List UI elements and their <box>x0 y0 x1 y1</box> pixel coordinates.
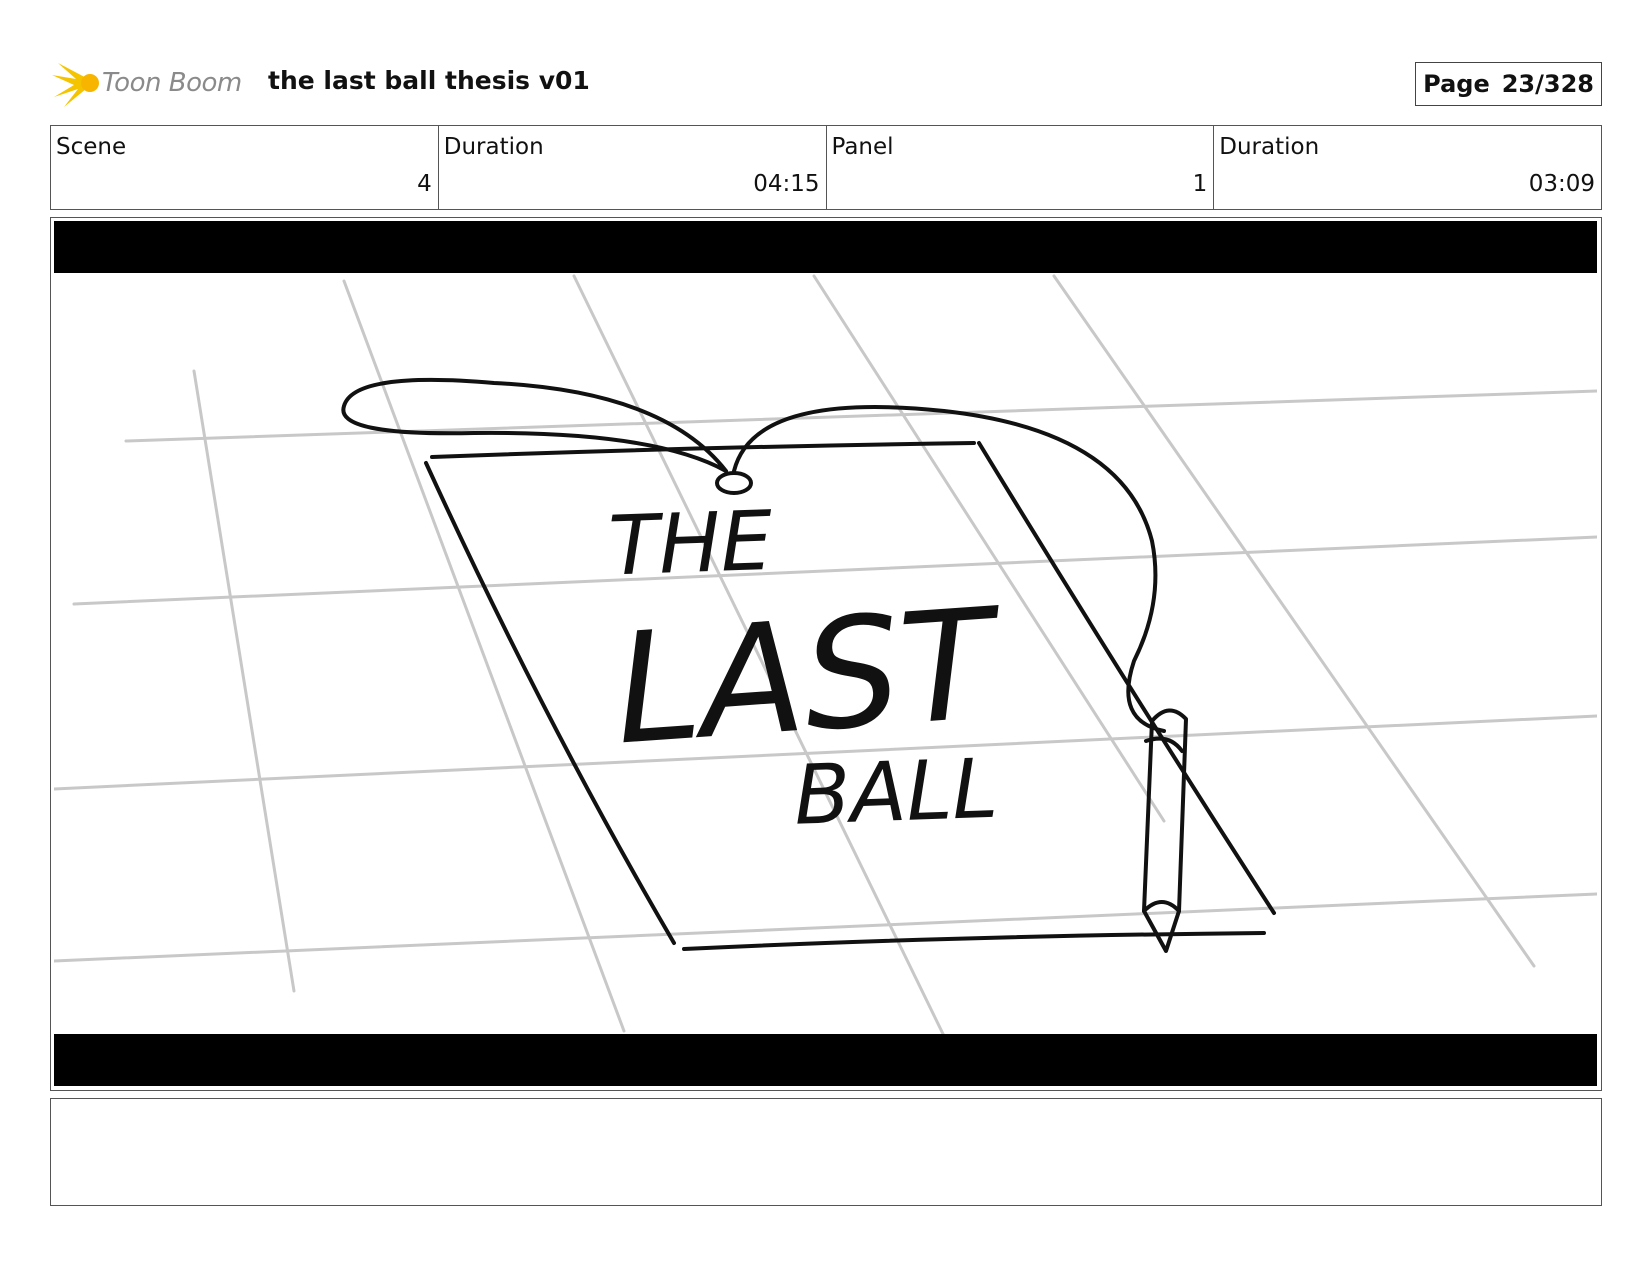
toon-boom-logo: Toon Boom <box>50 58 242 108</box>
hand-lettering: THE LAST BALL <box>607 494 1009 844</box>
page-indicator: Page 23/328 <box>1415 62 1602 106</box>
scene-info-table: Scene 4 Duration 04:15 Panel 1 Duration … <box>50 125 1602 210</box>
document-title: the last ball thesis v01 <box>268 66 590 95</box>
scene-duration-label: Duration <box>443 134 544 160</box>
scene-label: Scene <box>56 134 127 160</box>
scene-value: 4 <box>417 171 432 197</box>
sunburst-icon <box>52 63 99 107</box>
scene-cell: Scene 4 <box>51 126 439 209</box>
panel-sketch: THE LAST BALL <box>54 221 1597 1086</box>
panel-notes-box[interactable] <box>50 1098 1602 1206</box>
panel-label: Panel <box>831 134 894 160</box>
panel-duration-label: Duration <box>1219 134 1320 160</box>
panel-cell: Panel 1 <box>827 126 1215 209</box>
panel-value: 1 <box>1192 171 1208 197</box>
page-label: Page <box>1423 70 1490 98</box>
floor-grid <box>54 274 1597 1038</box>
panel-duration-cell: Duration 03:09 <box>1214 126 1601 209</box>
pencil-sketch <box>1142 708 1188 953</box>
sketch-text-last: LAST <box>610 575 1010 779</box>
sketch-text-ball: BALL <box>792 742 999 844</box>
page-number: 23/328 <box>1501 70 1594 98</box>
scene-duration-value: 04:15 <box>753 171 820 197</box>
panel-duration-value: 03:09 <box>1528 171 1595 197</box>
letterbox-top <box>54 221 1597 273</box>
storyboard-header: Toon Boom the last ball thesis v01 Page 2… <box>50 52 1602 112</box>
sketch-text-the: THE <box>607 494 774 595</box>
scene-duration-cell: Duration 04:15 <box>439 126 827 209</box>
brand-name: Toon Boom <box>102 68 242 98</box>
storyboard-panel: THE LAST BALL <box>50 217 1602 1091</box>
string-loop <box>341 377 1166 733</box>
letterbox-bottom <box>54 1034 1597 1086</box>
paper-sign <box>424 441 1276 951</box>
